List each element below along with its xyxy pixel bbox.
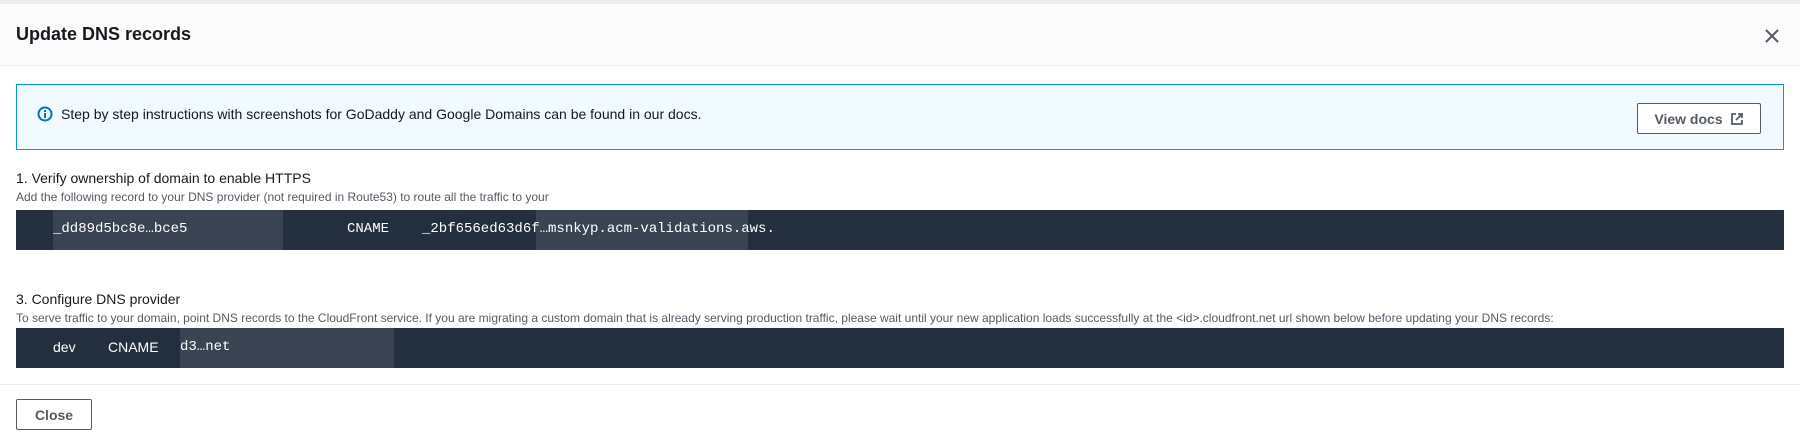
step2-title: 3. Configure DNS provider xyxy=(16,291,181,307)
dns-record-box: dev CNAME d3…net xyxy=(16,328,1784,368)
redacted-area xyxy=(536,210,748,250)
info-alert: Step by step instructions with screensho… xyxy=(16,84,1784,150)
redacted-area xyxy=(53,210,283,250)
redacted-area xyxy=(180,328,394,368)
view-docs-label: View docs xyxy=(1654,110,1723,127)
record-name[interactable]: dev xyxy=(53,339,76,355)
dialog-title: Update DNS records xyxy=(16,24,192,44)
view-docs-button[interactable]: View docs xyxy=(1637,103,1761,134)
record-type: CNAME xyxy=(347,221,390,237)
record-value[interactable]: d3…net xyxy=(180,339,231,355)
info-icon xyxy=(37,106,53,122)
verify-record-box: _dd89d5bc8e…bce5 CNAME _2bf656ed63d6f…ms… xyxy=(16,210,1784,250)
footer-divider xyxy=(0,384,1800,385)
close-icon[interactable] xyxy=(1762,26,1782,46)
record-value[interactable]: _2bf656ed63d6f…msnkyp.acm-validations.aw… xyxy=(422,221,775,237)
external-link-icon xyxy=(1730,112,1743,125)
step1-description: Add the following record to your DNS pro… xyxy=(16,190,549,204)
record-type: CNAME xyxy=(108,339,159,355)
info-text: Step by step instructions with screensho… xyxy=(61,106,702,122)
step2-description: To serve traffic to your domain, point D… xyxy=(16,311,1554,325)
step1-title: 1. Verify ownership of domain to enable … xyxy=(16,170,311,186)
close-button[interactable]: Close xyxy=(16,399,92,430)
record-name[interactable]: _dd89d5bc8e…bce5 xyxy=(53,221,188,237)
dialog-header: Update DNS records xyxy=(0,4,1800,66)
